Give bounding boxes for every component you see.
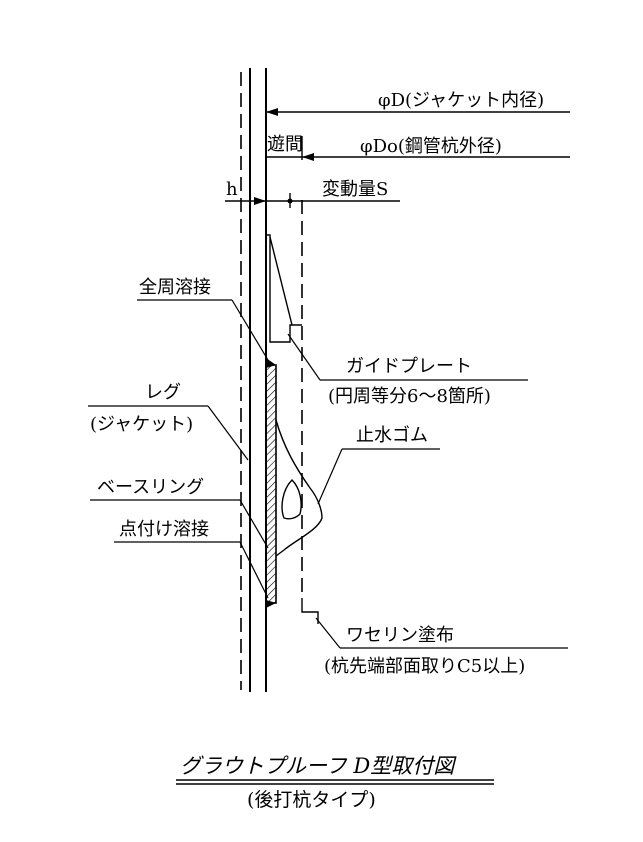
vaseline-label: ワセリン塗布 (346, 624, 454, 646)
tentsuke-yousetsu-label: 点付け溶接 (119, 519, 209, 540)
base-ring (265, 364, 277, 604)
pile-chamfer (301, 598, 319, 624)
hendouryou-label: 変動量S (322, 179, 388, 200)
h-dimension-point (287, 198, 293, 204)
weld-top-icon (266, 358, 276, 368)
weld-bottom-icon (266, 600, 276, 608)
guide-plate-leader (287, 333, 321, 381)
shisui-gomu-leader (317, 448, 343, 505)
h-label: h (226, 179, 238, 200)
guide-plate-diagonal (269, 236, 293, 326)
water-stop-rubber (275, 419, 323, 557)
phi-d-label: φD(ジャケット内径) (378, 90, 544, 111)
h-arrow-icon (254, 197, 266, 205)
zenshu-yousetsu-leader (231, 299, 269, 361)
leg-note: (ジャケット) (90, 414, 193, 435)
drawing-title: グラウトプルーフ D型取付図 (180, 754, 457, 778)
drawing-subtitle: (後打杭タイプ) (247, 789, 376, 811)
water-stop-rubber-inner (281, 479, 302, 520)
tentsuke-yousetsu-leader (239, 541, 269, 599)
yuukan-label: 遊間 (267, 134, 303, 155)
leg-label: レグ (145, 382, 181, 403)
phi-do-arrow-icon (302, 153, 314, 161)
guide-plate-note: (円周等分6～8箇所) (328, 386, 491, 407)
phi-d-arrow-icon (266, 108, 278, 116)
guide-plate (266, 234, 302, 343)
leg-leader (207, 405, 249, 461)
shisui-gomu-label: 止水ゴム (356, 425, 428, 446)
base-ring-label: ベースリング (97, 477, 204, 498)
vaseline-leader (315, 617, 341, 649)
phi-do-label: φDo(鋼管杭外径) (360, 136, 502, 157)
zenshu-yousetsu-label: 全周溶接 (139, 277, 211, 298)
guide-plate-label: ガイドプレート (346, 356, 472, 377)
vaseline-note: (杭先端部面取りC5以上) (324, 656, 525, 677)
base-ring-leader (239, 499, 269, 549)
